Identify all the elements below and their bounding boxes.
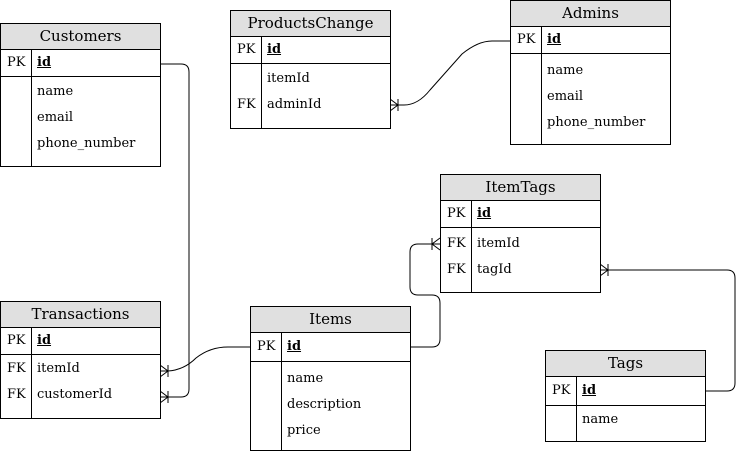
field-row: PK id xyxy=(231,37,390,63)
edge-items-itemtags xyxy=(409,243,441,348)
field-row: FK adminId xyxy=(231,92,390,118)
field-row: PK id xyxy=(546,377,705,405)
field-section: FK itemId FK customerId xyxy=(1,355,160,419)
field-name: name xyxy=(37,84,74,99)
table-itemtags[interactable]: ItemTags PK id FK itemId FK tagId xyxy=(440,174,601,293)
field-row: description xyxy=(251,392,410,418)
field-row: PK id xyxy=(1,50,160,76)
key-label: PK xyxy=(7,55,26,70)
field-row: name xyxy=(546,407,705,433)
field-name: name xyxy=(582,412,619,427)
field-name: email xyxy=(37,110,74,125)
field-row: price xyxy=(251,418,410,444)
key-label: FK xyxy=(7,387,26,402)
field-row: PK id xyxy=(441,201,600,227)
crowsfoot-transactions-itemid-icon xyxy=(159,364,169,378)
field-name: id xyxy=(267,42,282,57)
table-admins[interactable]: Admins PK id name email phone_number xyxy=(510,0,671,145)
field-name: price xyxy=(287,423,321,438)
edge-tags-itemtags xyxy=(600,269,736,392)
table-title: Transactions xyxy=(1,302,160,328)
field-row: PK id xyxy=(1,328,160,354)
table-title: ProductsChange xyxy=(231,11,390,37)
pk-section: PK id xyxy=(511,27,670,54)
key-label: PK xyxy=(517,32,536,47)
table-title: ItemTags xyxy=(441,175,600,201)
crowsfoot-productschange-adminid-icon xyxy=(389,98,399,112)
field-name: description xyxy=(287,397,362,412)
field-row: phone_number xyxy=(511,110,670,136)
table-items[interactable]: Items PK id name description price xyxy=(250,306,411,451)
field-name: name xyxy=(547,63,584,78)
edge-customers-transactions xyxy=(160,63,190,398)
field-name: id xyxy=(37,333,52,348)
field-section: name email phone_number xyxy=(1,77,160,167)
field-row: itemId xyxy=(231,66,390,92)
field-section: name description price xyxy=(251,362,410,451)
table-title: Admins xyxy=(511,1,670,27)
key-label: PK xyxy=(7,333,26,348)
crowsfoot-itemtags-tagid-icon xyxy=(599,263,609,277)
key-label: PK xyxy=(552,383,571,398)
pk-section: PK id xyxy=(546,377,705,406)
field-row: FK itemId xyxy=(441,231,600,257)
crowsfoot-transactions-customerid-icon xyxy=(159,390,169,404)
field-name: itemId xyxy=(267,71,310,86)
field-row: FK tagId xyxy=(441,257,600,283)
field-row: FK itemId xyxy=(1,356,160,382)
field-row: phone_number xyxy=(1,131,160,157)
key-label: PK xyxy=(237,42,256,57)
key-label: PK xyxy=(447,206,466,221)
field-row: name xyxy=(1,79,160,105)
field-name: itemId xyxy=(477,236,520,251)
table-tags[interactable]: Tags PK id name xyxy=(545,350,706,442)
field-section: itemId FK adminId xyxy=(231,64,390,128)
field-name: tagId xyxy=(477,262,512,277)
field-name: customerId xyxy=(37,387,113,402)
pk-section: PK id xyxy=(231,37,390,64)
field-row: FK customerId xyxy=(1,382,160,408)
key-label: FK xyxy=(7,361,26,376)
field-name: phone_number xyxy=(547,115,646,130)
field-row: name xyxy=(511,58,670,84)
field-name: phone_number xyxy=(37,136,136,151)
field-name: id xyxy=(582,383,597,398)
pk-section: PK id xyxy=(1,50,160,77)
key-label: FK xyxy=(447,262,466,277)
field-name: adminId xyxy=(267,97,322,112)
field-name: itemId xyxy=(37,361,80,376)
field-row: name xyxy=(251,366,410,392)
field-name: name xyxy=(287,371,324,386)
table-title: Tags xyxy=(546,351,705,377)
field-section: name xyxy=(546,406,705,442)
field-row: PK id xyxy=(251,333,410,361)
pk-section: PK id xyxy=(251,333,410,362)
edge-items-transactions xyxy=(160,346,250,372)
field-section: FK itemId FK tagId xyxy=(441,228,600,292)
field-section: name email phone_number xyxy=(511,54,670,145)
field-row: PK id xyxy=(511,27,670,53)
edge-admins-productschange xyxy=(390,40,510,106)
key-label: FK xyxy=(447,236,466,251)
field-row: email xyxy=(1,105,160,131)
table-title: Customers xyxy=(1,24,160,50)
field-name: id xyxy=(37,55,52,70)
field-name: email xyxy=(547,89,584,104)
table-productschange[interactable]: ProductsChange PK id itemId FK adminId xyxy=(230,10,391,129)
field-name: id xyxy=(287,339,302,354)
key-label: FK xyxy=(237,97,256,112)
table-customers[interactable]: Customers PK id name email phone_number xyxy=(0,23,161,167)
pk-section: PK id xyxy=(1,328,160,355)
key-label: PK xyxy=(257,339,276,354)
field-name: id xyxy=(547,32,562,47)
pk-section: PK id xyxy=(441,201,600,228)
field-name: id xyxy=(477,206,492,221)
crowsfoot-itemtags-itemid-icon xyxy=(431,237,441,251)
table-transactions[interactable]: Transactions PK id FK itemId FK customerId xyxy=(0,301,161,419)
field-row: email xyxy=(511,84,670,110)
table-title: Items xyxy=(251,307,410,333)
